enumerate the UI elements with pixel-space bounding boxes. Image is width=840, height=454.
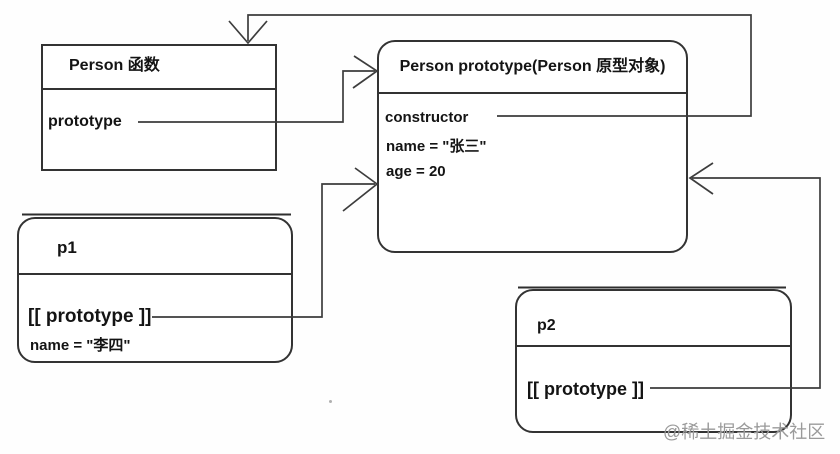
box-divider [19, 273, 291, 275]
box-person-prototype: Person prototype(Person 原型对象) constructo… [377, 40, 688, 253]
arrowhead-right-icon [342, 167, 379, 212]
box-divider [43, 88, 275, 90]
property-prototype: prototype [48, 113, 122, 130]
box-person-function-title: Person 函数 [69, 57, 160, 74]
box-person-function: Person 函数 prototype [41, 44, 277, 171]
property-p2-internal-prototype: [[ prototype ]] [527, 379, 644, 399]
arrowhead-down-icon [228, 20, 268, 45]
box-divider [379, 92, 686, 94]
box-p2-title: p2 [537, 317, 556, 334]
box-person-prototype-title: Person prototype(Person 原型对象) [399, 58, 666, 75]
box-divider [517, 345, 790, 347]
box-p1-title: p1 [57, 238, 77, 257]
watermark: @稀土掘金技术社区 [663, 422, 826, 442]
arrowhead-left-icon [688, 162, 714, 195]
box-p1: p1 [[ prototype ]] name = "李四" [17, 217, 293, 363]
property-name-zhangsan: name = "张三" [386, 138, 487, 155]
property-constructor: constructor [385, 109, 469, 126]
box-p2: p2 [[ prototype ]] [515, 289, 792, 433]
property-name-lisi: name = "李四" [30, 337, 131, 354]
stray-dot [329, 400, 332, 403]
property-p1-internal-prototype: [[ prototype ]] [28, 306, 152, 327]
arrowhead-right-icon [352, 55, 379, 89]
property-age: age = 20 [386, 163, 446, 180]
